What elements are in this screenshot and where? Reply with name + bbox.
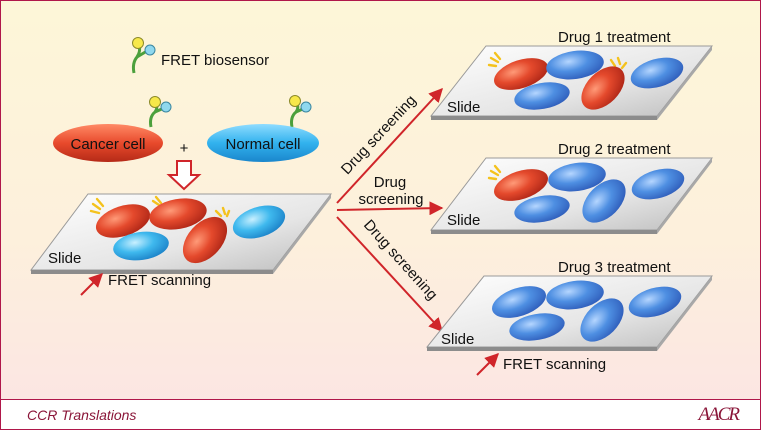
cancer-cell-on-slide [494, 58, 548, 90]
biosensor-icon [131, 37, 156, 74]
drug2-title: Drug 2 treatment [558, 141, 671, 158]
drug1-slide-label: Slide [447, 99, 480, 116]
aacr-logo: AACR [698, 404, 740, 425]
middle-screening-arrow [336, 201, 444, 216]
treated-cell-on-slide [631, 168, 685, 200]
down-arrow-icon [166, 160, 202, 191]
treated-cell-on-slide [514, 82, 570, 110]
middle-arrow-label-line2: screening [358, 191, 423, 208]
lower-screening-arrow [336, 216, 443, 333]
cancer-cell-label: Cancer cell [70, 136, 145, 153]
treated-cell-on-slide [630, 57, 684, 89]
cancer-cell-on-slide [182, 216, 228, 264]
normal-cell-label: Normal cell [225, 136, 300, 153]
scan-arrow-icon [476, 353, 499, 376]
drug1-title: Drug 1 treatment [558, 29, 671, 46]
main-slide: Slide [30, 193, 333, 274]
footer-title: CCR Translations [27, 407, 137, 423]
main-slide-sparks [89, 195, 231, 218]
treated-cell-on-slide [492, 286, 546, 318]
drug2-sparks [487, 164, 502, 181]
drug3-title: Drug 3 treatment [558, 259, 671, 276]
cancer-cell-on-slide [581, 66, 625, 110]
cancer-cell-on-slide [494, 169, 548, 201]
treated-cell-on-slide [546, 50, 604, 80]
drug2-slide: Drug 2 treatment Slide [429, 141, 714, 234]
upper-arrow-label: Drug screening [338, 92, 420, 178]
plus-sign: + [180, 140, 189, 157]
treated-cell-on-slide [509, 313, 565, 341]
drug1-sparks [487, 51, 628, 70]
treated-cell-on-slide [580, 298, 624, 342]
drug3-scan-label: FRET scanning [503, 356, 606, 373]
treated-cell-on-slide [548, 162, 606, 192]
treated-cell-on-slide [546, 280, 604, 310]
drug3-slide: Drug 3 treatment Slide [425, 259, 714, 351]
treated-cell-on-slide [514, 195, 570, 223]
drug3-slide-label: Slide [441, 331, 474, 348]
drug1-slide: Drug 1 treatment Slide [429, 29, 714, 120]
cancer-cell-on-slide [149, 198, 207, 230]
treated-cell-on-slide [582, 179, 626, 223]
treated-cell-on-slide [628, 286, 682, 318]
upper-screening-arrow [336, 87, 443, 204]
scan-arrow-icon [80, 273, 103, 296]
drug2-slide-label: Slide [447, 212, 480, 229]
main-scan-label: FRET scanning [108, 272, 211, 289]
cancer-cell-on-slide [95, 204, 151, 238]
screening-diagram: FRET biosensor Cancer cell + Normal cell [30, 29, 714, 376]
biosensor-legend: FRET biosensor [131, 37, 269, 74]
normal-cell-on-slide [113, 231, 169, 261]
cancer-cell: Cancer cell [53, 96, 172, 162]
normal-cell-on-slide [232, 205, 286, 239]
footer: CCR Translations AACR [1, 399, 760, 429]
normal-cell: Normal cell [207, 95, 319, 162]
main-slide-label: Slide [48, 250, 81, 267]
lower-arrow-label: Drug screening [360, 217, 441, 304]
middle-arrow-label-line1: Drug [374, 174, 407, 191]
biosensor-label: FRET biosensor [161, 52, 269, 69]
